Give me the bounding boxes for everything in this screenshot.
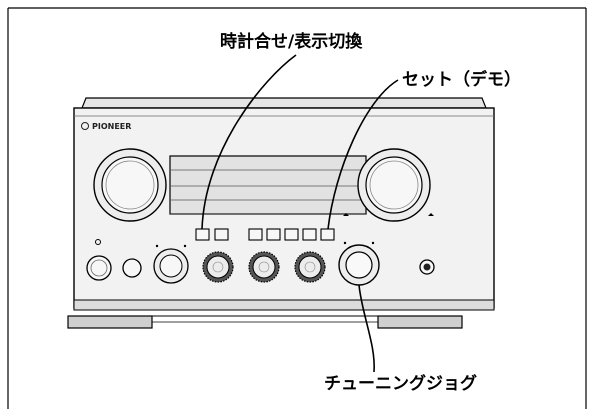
diagram-frame xyxy=(7,7,587,409)
clock-set-button[interactable] xyxy=(195,228,210,241)
button-2[interactable] xyxy=(214,228,229,241)
headphone-jack-icon xyxy=(419,259,435,275)
power-indicator-icon xyxy=(95,239,101,245)
tone-knob-1[interactable] xyxy=(202,251,234,283)
label-clock-set-display-switch: 時計合せ/表示切換 xyxy=(220,31,363,52)
leader-lines xyxy=(201,54,399,373)
button-6[interactable] xyxy=(302,228,317,241)
leader-tuning-jog xyxy=(358,284,375,373)
right-volume-knob[interactable] xyxy=(343,148,434,222)
amplifier-unit: PIONEER xyxy=(67,97,495,329)
label-tuning-jog: チューニングジョグ xyxy=(324,373,477,394)
function-button-row xyxy=(195,228,335,241)
tuning-jog-knob[interactable] xyxy=(338,241,380,286)
pioneer-logo: PIONEER xyxy=(81,122,131,131)
button-3[interactable] xyxy=(248,228,263,241)
tone-knob-3[interactable] xyxy=(294,251,326,283)
display-window xyxy=(169,155,367,215)
leader-set-demo xyxy=(327,79,399,230)
brand-label: PIONEER xyxy=(92,122,131,131)
top-lid xyxy=(81,97,487,109)
foot-right xyxy=(377,315,463,329)
leader-clock-set xyxy=(201,54,297,230)
balance-knob[interactable] xyxy=(153,244,189,284)
button-5[interactable] xyxy=(284,228,299,241)
button-4[interactable] xyxy=(266,228,281,241)
bottom-strip xyxy=(73,299,495,311)
foot-left xyxy=(67,315,153,329)
left-volume-knob[interactable] xyxy=(93,148,167,222)
standby-button[interactable] xyxy=(122,258,142,278)
label-set-demo: セット（デモ） xyxy=(402,69,521,90)
set-button[interactable] xyxy=(320,228,335,241)
tone-knob-2[interactable] xyxy=(248,251,280,283)
power-button[interactable] xyxy=(86,255,112,281)
